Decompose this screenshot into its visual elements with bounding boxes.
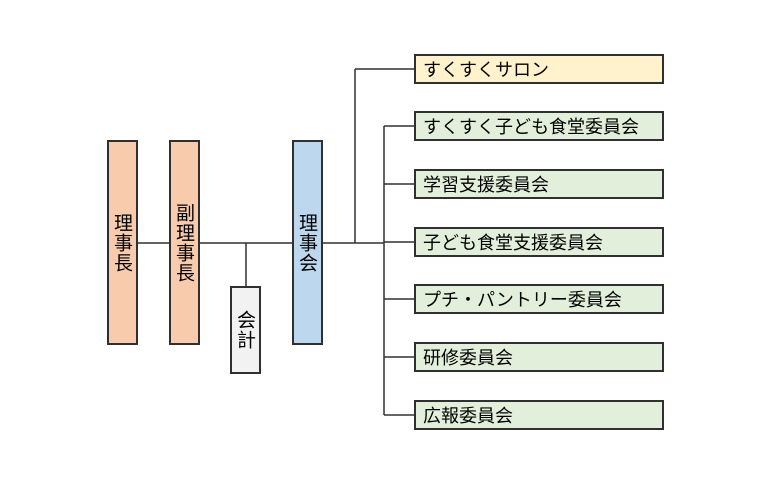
vice-chair-box: 副理事長 bbox=[169, 140, 200, 345]
accounting-box: 会計 bbox=[230, 286, 261, 374]
chair-label: 理事長 bbox=[111, 212, 133, 273]
committee-label: 学習支援委員会 bbox=[423, 175, 549, 196]
board-label: 理事会 bbox=[296, 212, 318, 273]
accounting-label: 会計 bbox=[234, 310, 256, 350]
salon-box: すくすくサロン bbox=[414, 54, 664, 84]
committee-label: 子ども食堂支援委員会 bbox=[423, 233, 603, 254]
committee-box: 子ども食堂支援委員会 bbox=[414, 227, 664, 257]
committee-box: 広報委員会 bbox=[414, 400, 664, 430]
committee-box: すくすく子ども食堂委員会 bbox=[414, 111, 664, 141]
salon-label: すくすくサロン bbox=[423, 60, 549, 81]
board-box: 理事会 bbox=[292, 140, 323, 345]
committee-label: 研修委員会 bbox=[423, 348, 513, 369]
committee-box: 研修委員会 bbox=[414, 342, 664, 372]
committee-label: すくすく子ども食堂委員会 bbox=[423, 117, 639, 138]
committee-box: プチ・パントリー委員会 bbox=[414, 284, 664, 314]
chair-box: 理事長 bbox=[107, 140, 138, 345]
committee-label: 広報委員会 bbox=[423, 406, 513, 427]
committee-label: プチ・パントリー委員会 bbox=[423, 290, 622, 311]
committee-box: 学習支援委員会 bbox=[414, 169, 664, 199]
vice-chair-label: 副理事長 bbox=[173, 202, 195, 283]
